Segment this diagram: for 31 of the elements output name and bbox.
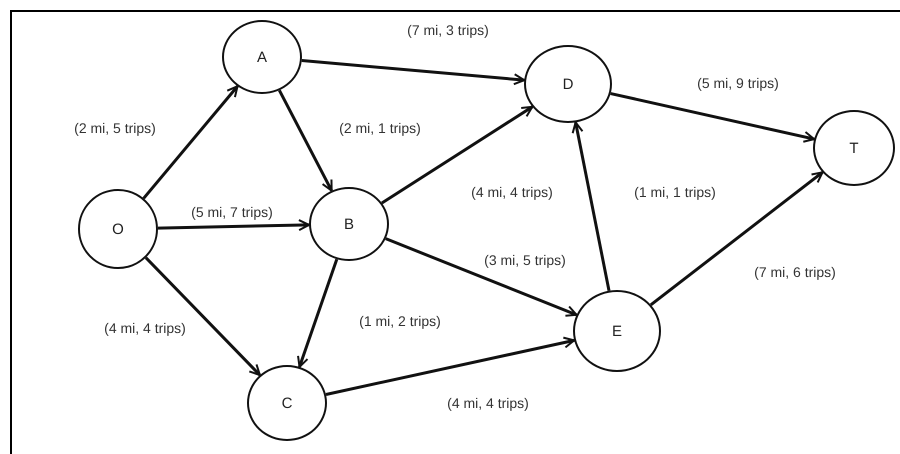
node-label: O (112, 220, 124, 238)
edge-label: (2 mi, 5 trips) (73, 120, 157, 136)
node-label: T (849, 140, 859, 156)
arrow (142, 85, 239, 200)
arrow (610, 92, 816, 143)
arrow (381, 106, 534, 204)
edge-label: (1 mi, 1 trips) (633, 184, 717, 200)
node-label: E (612, 322, 622, 340)
node-label: A (256, 48, 267, 66)
arrow (278, 90, 333, 192)
node-label: D (562, 76, 574, 92)
node-label: B (344, 216, 354, 232)
edge-label: (4 mi, 4 trips) (470, 184, 554, 200)
edge-label: (2 mi, 1 trips) (338, 120, 422, 136)
arrow (302, 59, 526, 86)
edge-label: (5 mi, 9 trips) (696, 75, 780, 91)
arrow (297, 258, 338, 368)
arrow (572, 121, 610, 291)
arrow (326, 336, 576, 396)
arrow (650, 171, 824, 306)
edge-label: (4 mi, 4 trips) (446, 395, 530, 411)
edge-label: (5 mi, 7 trips) (190, 204, 274, 220)
node-label: C (282, 394, 292, 412)
arrow (144, 256, 261, 376)
edge-label: (1 mi, 2 trips) (358, 313, 442, 329)
edge-label: (7 mi, 3 trips) (406, 22, 490, 38)
edge-label: (3 mi, 5 trips) (483, 252, 567, 268)
edge-label: (7 mi, 6 trips) (753, 264, 837, 280)
arrow (158, 219, 310, 232)
arrow (385, 237, 578, 317)
edge-label: (4 mi, 4 trips) (103, 320, 187, 336)
